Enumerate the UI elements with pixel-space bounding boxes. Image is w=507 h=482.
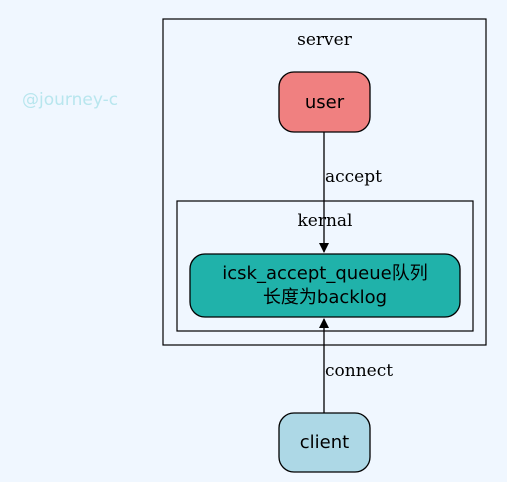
- connect-edge-label: connect: [325, 361, 393, 381]
- accept-queue-node: icsk_accept_queue队列 长度为backlog: [189, 253, 461, 318]
- accept-queue-node-label-line2: 长度为backlog: [263, 287, 387, 308]
- user-node: user: [278, 71, 371, 133]
- kernel-cluster-label: kernal: [297, 211, 352, 231]
- client-node: client: [278, 412, 371, 473]
- client-node-label: client: [300, 432, 349, 453]
- accept-queue-node-label-line1: icsk_accept_queue队列: [222, 263, 427, 284]
- watermark: @journey-c: [22, 90, 119, 110]
- accept-edge-label: accept: [325, 167, 382, 187]
- user-node-label: user: [305, 92, 345, 113]
- accept-edge: accept: [319, 124, 382, 253]
- connect-edge: connect: [319, 318, 393, 413]
- server-cluster-label: server: [297, 30, 353, 50]
